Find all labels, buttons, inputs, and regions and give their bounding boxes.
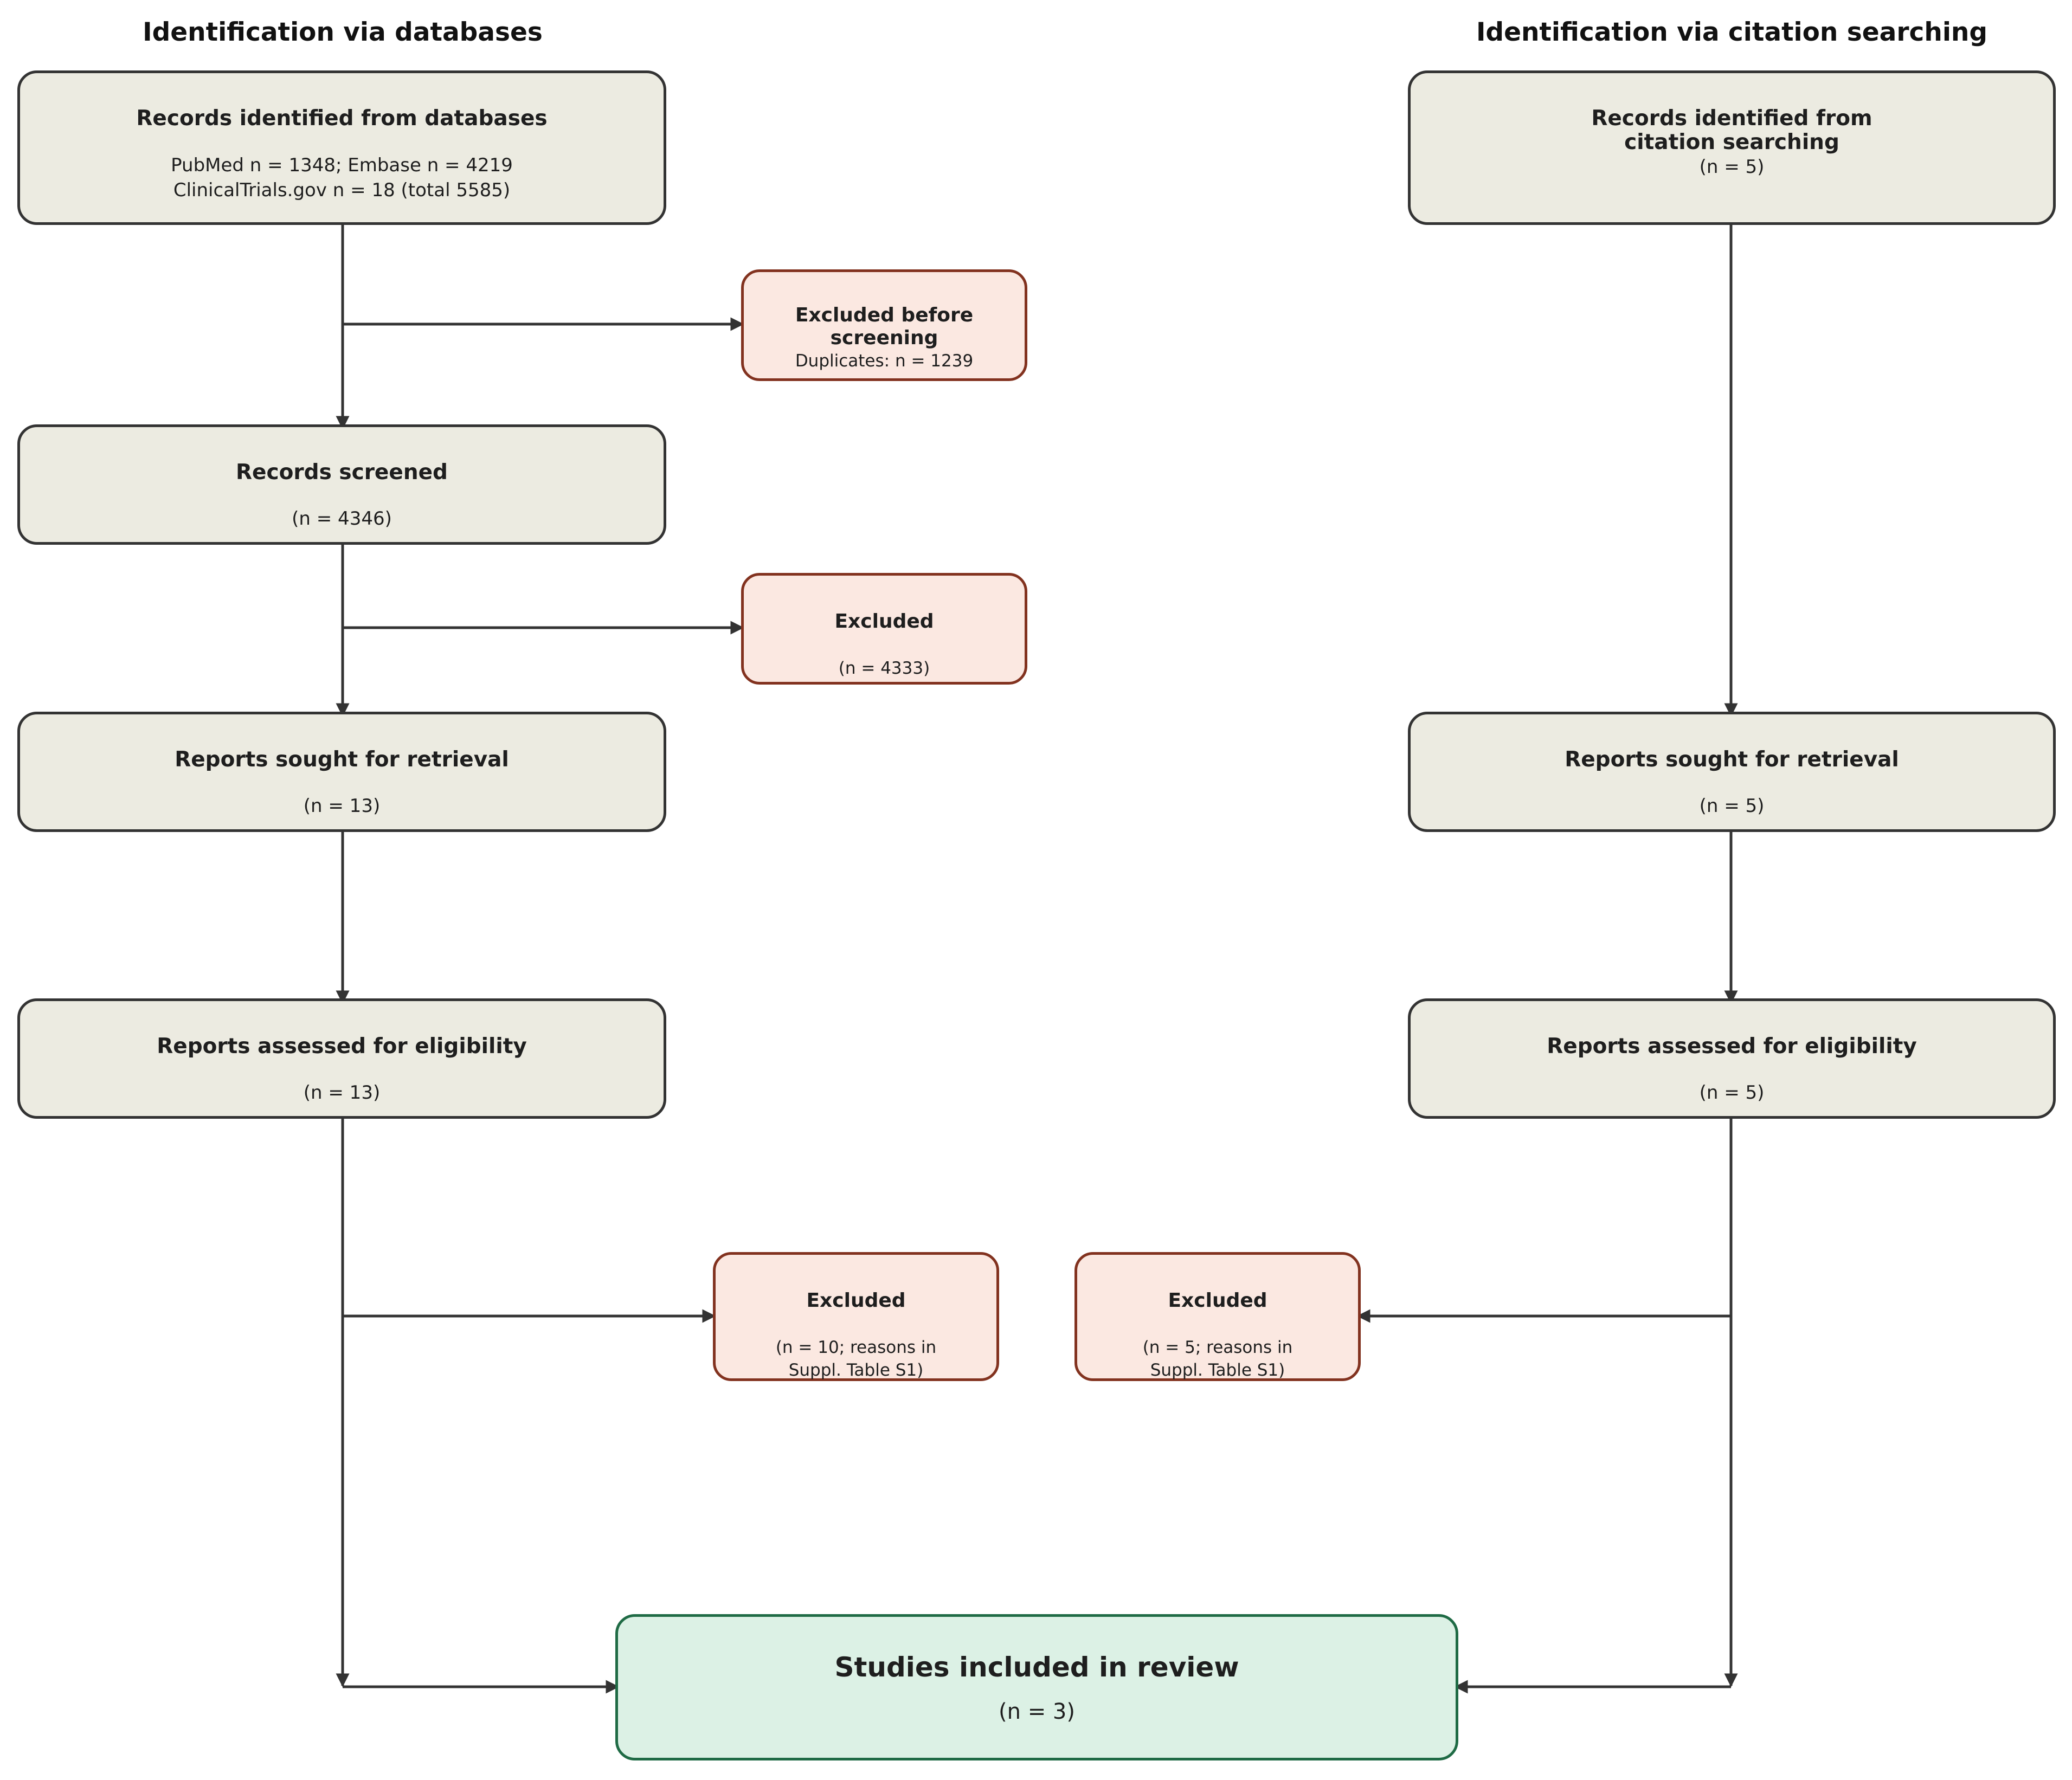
reports-assessed-databases-count: (n = 13) [303, 1082, 381, 1104]
excluded-before-screening-title: Excluded before [795, 304, 974, 326]
excluded-eligibility-citations-box: Excluded (n = 5; reasons in Suppl. Table… [1074, 1252, 1361, 1381]
reports-sought-databases-box: Reports sought for retrieval (n = 13) [17, 712, 666, 832]
records-identified-databases-title: Records identified from databases [136, 106, 548, 131]
excluded-screening-count: (n = 4333) [838, 659, 930, 678]
excluded-screening-box: Excluded (n = 4333) [741, 573, 1027, 685]
records-identified-databases-sources: PubMed n = 1348; Embase n = 4219 [171, 154, 513, 176]
studies-included-box: Studies included in review (n = 3) [615, 1614, 1458, 1760]
records-identified-citations-title-cont: citation searching [1624, 130, 1839, 154]
records-identified-databases-box: Records identified from databases PubMed… [17, 70, 666, 225]
excluded-eligibility-databases-reason: (n = 10; reasons in [775, 1338, 937, 1357]
studies-included-title: Studies included in review [834, 1652, 1239, 1683]
records-identified-citations-count: (n = 5) [1699, 156, 1765, 178]
reports-sought-citations-box: Reports sought for retrieval (n = 5) [1408, 712, 2056, 832]
reports-assessed-citations-box: Reports assessed for eligibility (n = 5) [1408, 998, 2056, 1119]
reports-assessed-databases-box: Reports assessed for eligibility (n = 13… [17, 998, 666, 1119]
records-identified-citations-box: Records identified from citation searchi… [1408, 70, 2056, 225]
records-identified-citations-title: Records identified from [1591, 106, 1872, 131]
reports-sought-databases-count: (n = 13) [303, 795, 381, 817]
reports-assessed-citations-count: (n = 5) [1699, 1082, 1765, 1104]
reports-sought-citations-title: Reports sought for retrieval [1565, 747, 1899, 772]
excluded-eligibility-databases-title: Excluded [806, 1289, 906, 1312]
excluded-eligibility-citations-reason-cont: Suppl. Table S1) [1150, 1360, 1285, 1380]
records-identified-databases-total: ClinicalTrials.gov n = 18 (total 5585) [173, 179, 511, 201]
excluded-eligibility-databases-box: Excluded (n = 10; reasons in Suppl. Tabl… [713, 1252, 999, 1381]
reports-sought-databases-title: Reports sought for retrieval [175, 747, 509, 772]
excluded-before-screening-title-cont: screening [830, 327, 938, 349]
heading-citation-searching: Identification via citation searching [1476, 17, 1988, 47]
reports-assessed-citations-title: Reports assessed for eligibility [1547, 1034, 1917, 1059]
reports-sought-citations-count: (n = 5) [1699, 795, 1765, 817]
excluded-before-screening-box: Excluded before screening Duplicates: n … [741, 269, 1027, 381]
excluded-eligibility-citations-reason: (n = 5; reasons in [1142, 1338, 1293, 1357]
records-screened-count: (n = 4346) [292, 508, 392, 530]
records-screened-title: Records screened [236, 460, 448, 485]
excluded-screening-title: Excluded [834, 610, 934, 633]
heading-databases: Identification via databases [143, 17, 543, 47]
excluded-eligibility-citations-title: Excluded [1168, 1289, 1267, 1312]
excluded-eligibility-databases-reason-cont: Suppl. Table S1) [788, 1360, 924, 1380]
excluded-before-screening-duplicates: Duplicates: n = 1239 [795, 351, 974, 371]
records-screened-box: Records screened (n = 4346) [17, 424, 666, 545]
studies-included-count: (n = 3) [999, 1699, 1075, 1724]
reports-assessed-databases-title: Reports assessed for eligibility [157, 1034, 527, 1059]
